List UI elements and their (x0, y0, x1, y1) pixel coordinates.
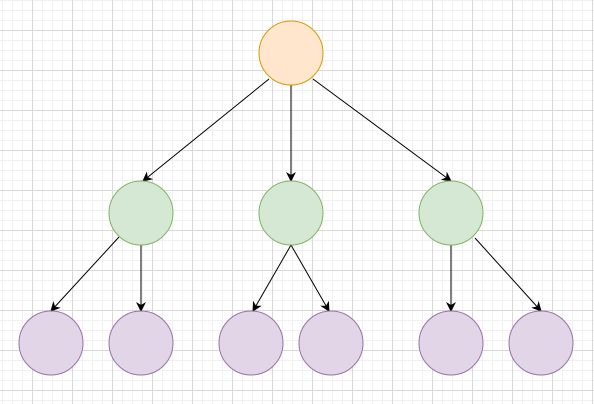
leaf-node-5[interactable] (418, 310, 484, 376)
leaf-node-6[interactable] (508, 310, 574, 376)
edge-root-child-1[interactable] (142, 78, 270, 182)
edge-child-1-leaf-1[interactable] (50, 236, 120, 312)
leaf-node-4[interactable] (298, 310, 364, 376)
child-node-3[interactable] (418, 180, 484, 246)
leaf-node-1[interactable] (18, 310, 84, 376)
child-node-2[interactable] (258, 180, 324, 246)
root-node[interactable] (258, 20, 324, 86)
child-node-1[interactable] (108, 180, 174, 246)
edge-root-child-3[interactable] (312, 78, 452, 182)
edge-child-3-leaf-6[interactable] (474, 237, 542, 312)
edge-child-2-leaf-4[interactable] (290, 244, 330, 312)
leaf-node-3[interactable] (218, 310, 284, 376)
leaf-node-2[interactable] (108, 310, 174, 376)
edge-child-2-leaf-3[interactable] (252, 244, 292, 312)
